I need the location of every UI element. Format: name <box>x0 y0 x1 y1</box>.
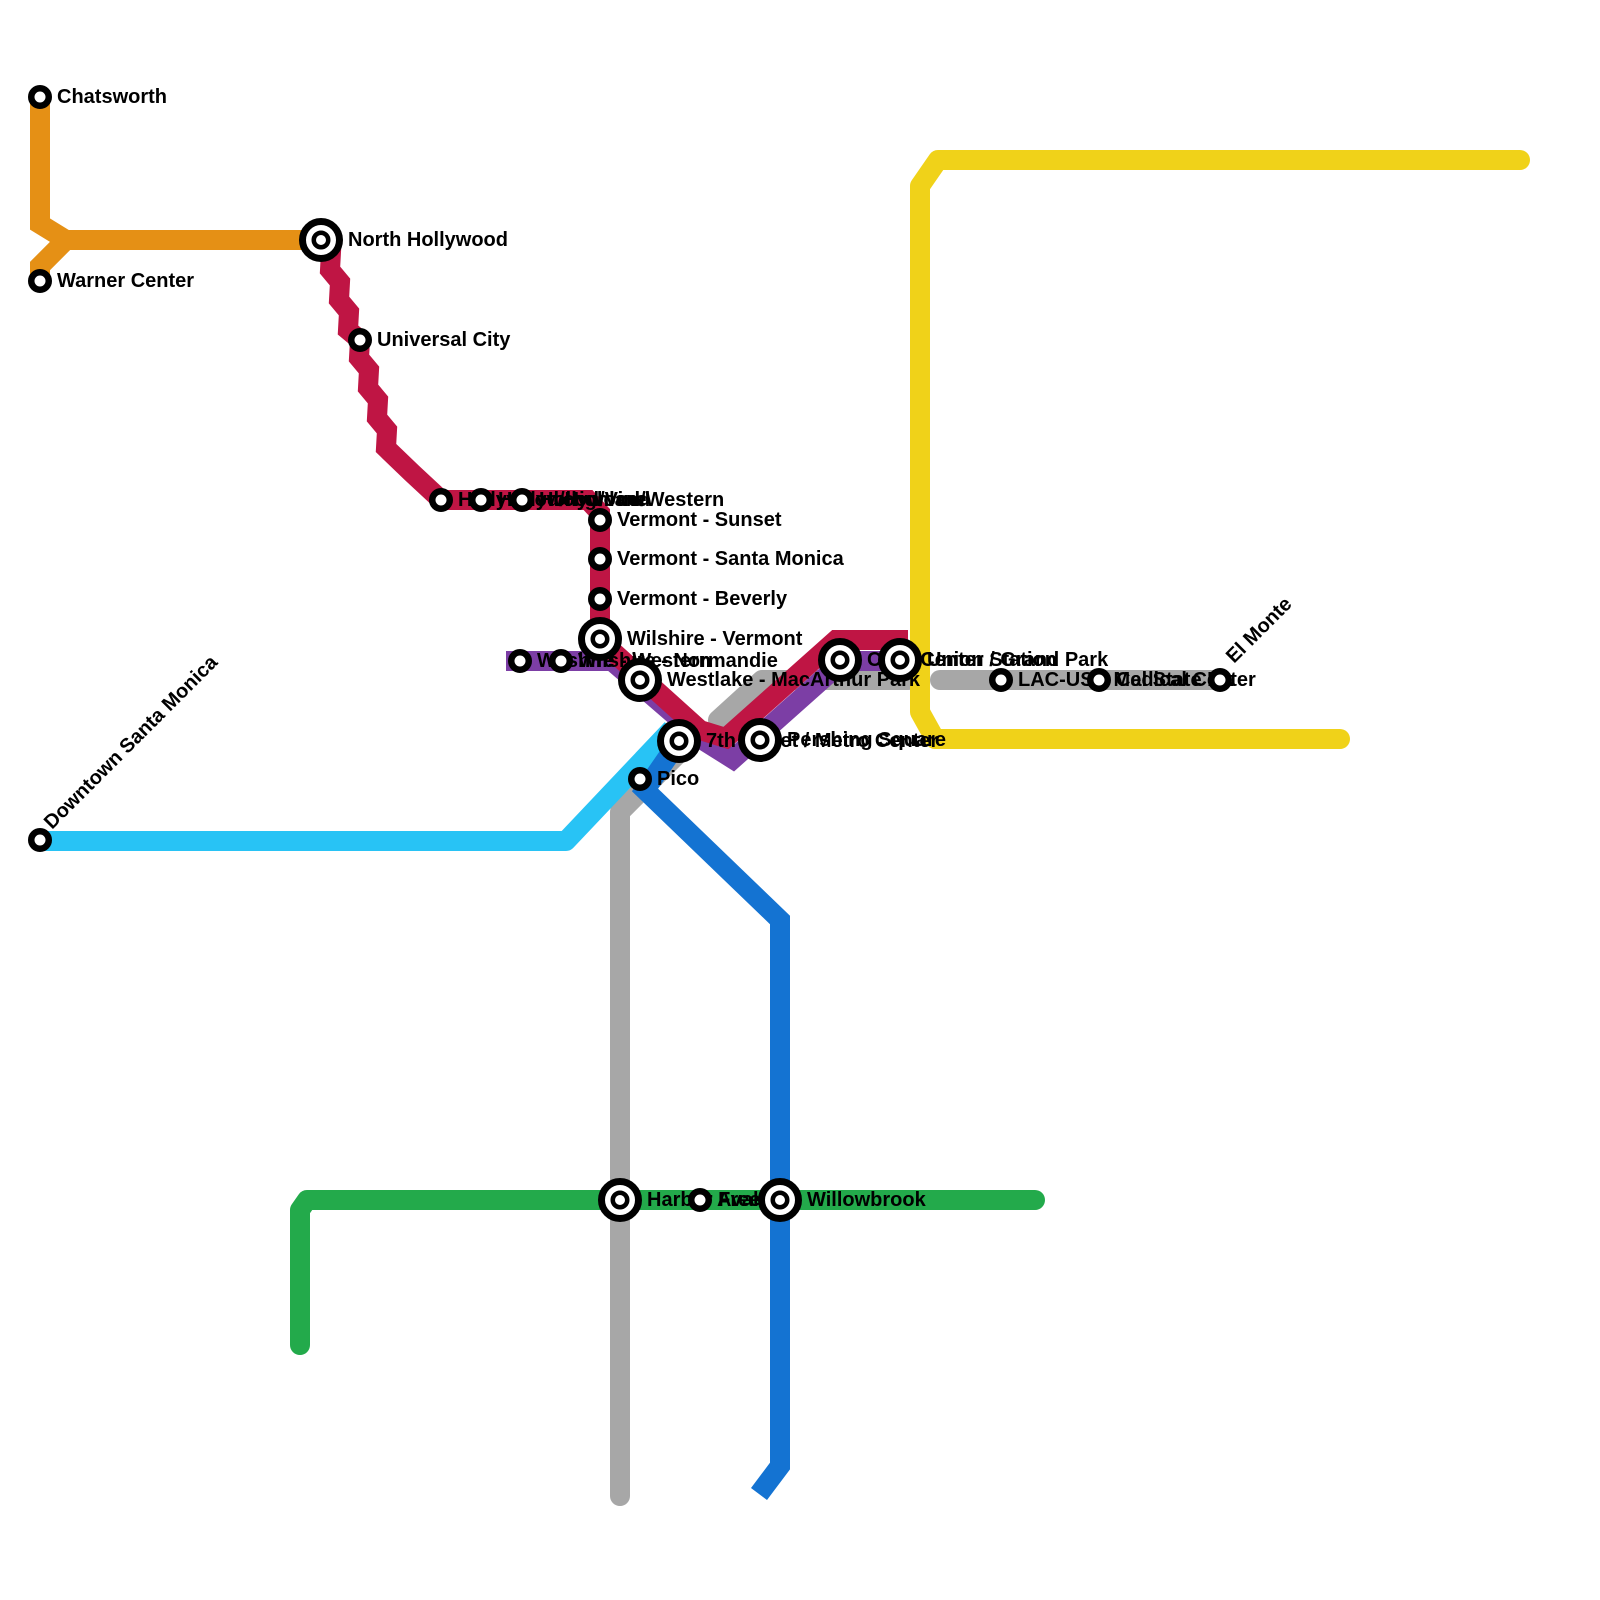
svg-text:Union Station: Union Station <box>927 649 1057 671</box>
svg-text:Hollywood/Vine: Hollywood/Vine <box>498 489 647 511</box>
svg-text:Chatsworth: Chatsworth <box>57 86 167 108</box>
svg-text:Pershing Square: Pershing Square <box>787 729 946 751</box>
svg-text:Wilshire - Western: Wilshire - Western <box>537 650 711 672</box>
svg-text:Pico: Pico <box>657 768 699 790</box>
svg-text:North Hollywood: North Hollywood <box>348 229 508 251</box>
svg-text:Westlake - MacArthur Park: Westlake - MacArthur Park <box>667 669 921 691</box>
svg-text:Wilshire - Vermont: Wilshire - Vermont <box>627 628 803 650</box>
svg-text:Vermont - Santa Monica: Vermont - Santa Monica <box>617 548 845 570</box>
svg-text:El Monte: El Monte <box>1222 593 1296 667</box>
svg-text:Civic Center / Grand Park: Civic Center / Grand Park <box>867 649 1109 671</box>
svg-text:Vermont - Beverly: Vermont - Beverly <box>617 588 788 610</box>
svg-text:Vermont - Sunset: Vermont - Sunset <box>617 509 782 531</box>
svg-text:Cal State LA: Cal State LA <box>1116 669 1234 691</box>
svg-text:Universal City: Universal City <box>377 329 511 351</box>
svg-text:Downtown Santa Monica: Downtown Santa Monica <box>40 651 223 834</box>
svg-text:LAC-USC Medical Center: LAC-USC Medical Center <box>1018 669 1256 691</box>
svg-text:Willowbrook: Willowbrook <box>807 1189 927 1211</box>
svg-text:Warner Center: Warner Center <box>57 270 194 292</box>
svg-text:Hollywood/Highland: Hollywood/Highland <box>458 489 650 511</box>
svg-text:Hollywood/Western: Hollywood/Western <box>539 489 724 511</box>
